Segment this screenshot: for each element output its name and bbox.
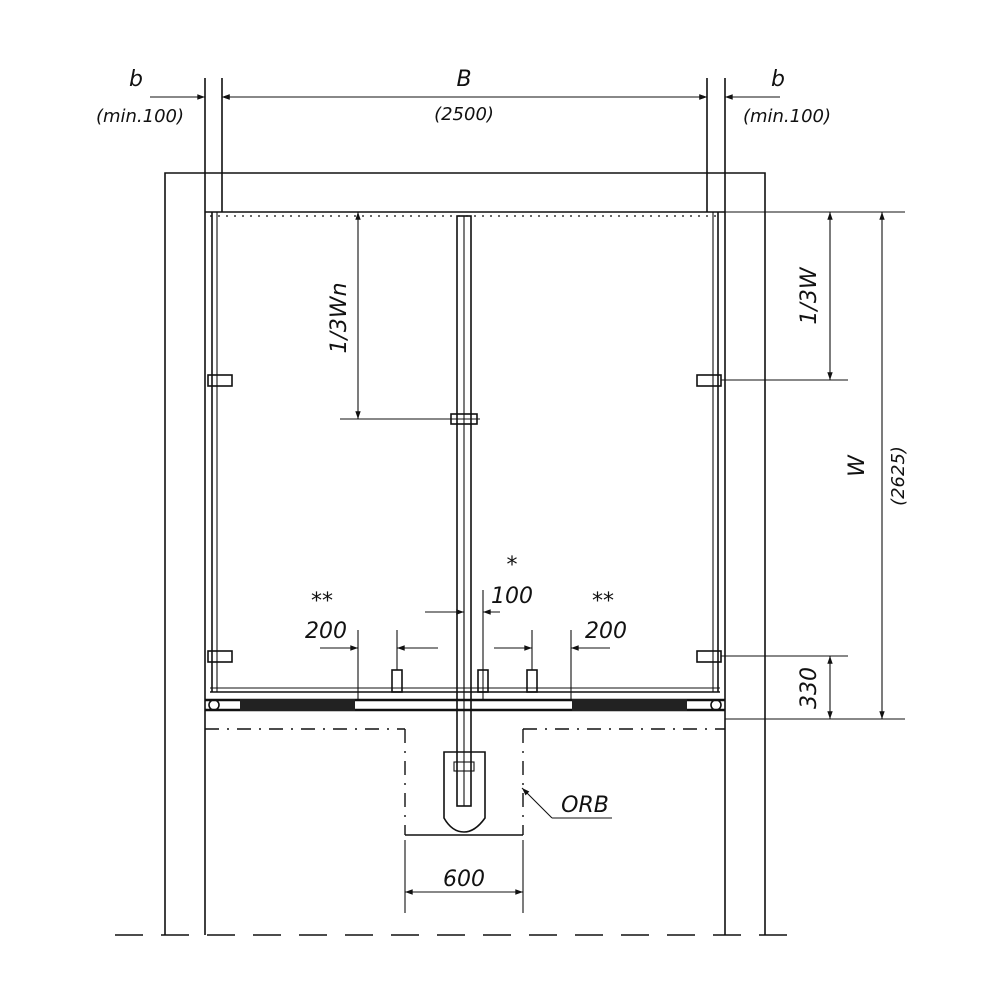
left-200-value: 200 (305, 619, 347, 644)
car-enclosure (205, 211, 725, 693)
B-symbol: B (456, 67, 471, 92)
orb-callout: ORB (521, 787, 612, 819)
dim-b-right: b (min.100) (690, 67, 831, 127)
right-200-value: 200 (585, 619, 627, 644)
offset-330-label: 330 (797, 667, 822, 709)
pit-600-label: 600 (443, 867, 485, 892)
b-right-value: (min.100) (743, 106, 831, 127)
dim-center-100: * 100 (425, 553, 533, 700)
orb-label: ORB (561, 793, 609, 818)
left-200-marker: ** (311, 589, 333, 614)
dim-third-w: 1/3W (721, 211, 905, 381)
third-wn-label: 1/3Wn (327, 282, 352, 353)
outer-wall (164, 172, 766, 935)
door-operator-left (240, 699, 355, 711)
right-200-marker: ** (592, 589, 614, 614)
bracket-left-top (207, 374, 233, 387)
shaft-walls (115, 78, 805, 936)
b-left-value: (min.100) (96, 106, 184, 127)
center-guide-rail (450, 215, 478, 807)
dim-B: B (2500) (222, 67, 708, 125)
dim-W: W (2625) (725, 212, 909, 720)
b-right-symbol: b (771, 67, 785, 92)
dim-third-wn: 1/3Wn (327, 212, 480, 420)
W-value: (2625) (888, 446, 909, 506)
third-w-label: 1/3W (797, 266, 822, 324)
dim-right-200: ** 200 (494, 589, 627, 700)
orb-buffer (443, 751, 486, 833)
center-100-value: 100 (491, 584, 533, 609)
door-stop-1 (391, 669, 403, 693)
dim-pit-600: 600 (404, 840, 524, 913)
dim-left-200: ** 200 (305, 589, 438, 700)
bracket-left-bottom (207, 650, 233, 663)
b-left-symbol: b (129, 67, 143, 92)
door-stop-3 (526, 669, 538, 693)
door-sill (205, 669, 725, 712)
W-symbol: W (845, 454, 870, 477)
dim-b-left: b (min.100) (96, 67, 240, 127)
door-operator-right (572, 699, 687, 711)
B-value: (2500) (434, 104, 494, 125)
dim-330: 330 (721, 655, 848, 720)
center-100-marker: * (507, 553, 518, 578)
pit-recess (205, 728, 725, 836)
